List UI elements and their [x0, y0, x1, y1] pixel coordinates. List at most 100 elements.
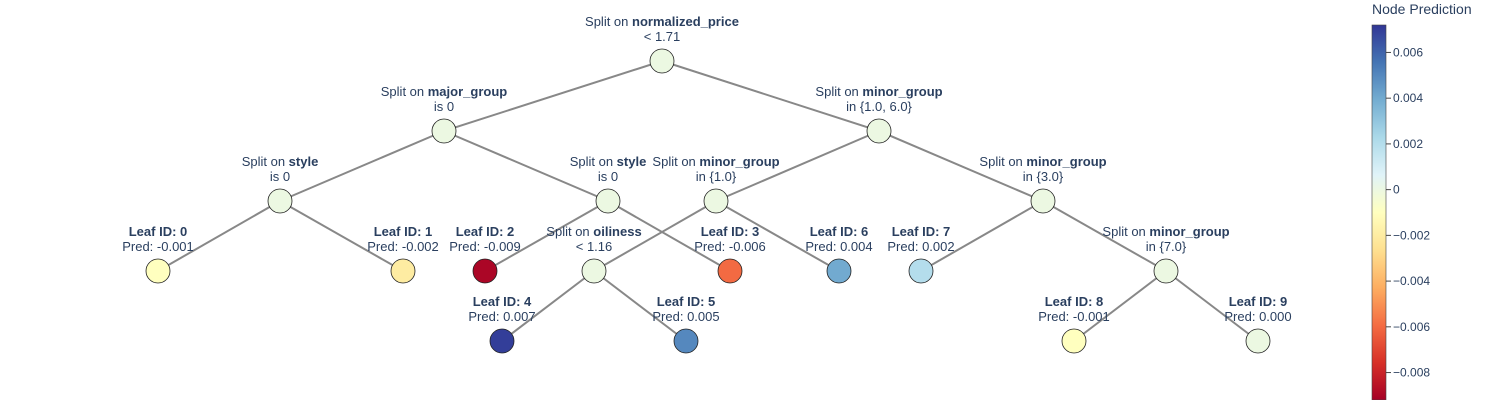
- split-feature: minor_group: [699, 154, 779, 169]
- leaf-id: Leaf ID: 6: [810, 224, 869, 239]
- split-condition: is 0: [270, 169, 290, 184]
- split-node[interactable]: [866, 118, 892, 144]
- split-node[interactable]: [1030, 188, 1056, 214]
- leaf-pred: Pred: 0.004: [805, 239, 872, 254]
- split-condition: < 1.71: [644, 29, 681, 44]
- tree-edge: [443, 60, 663, 132]
- tree-edge: [279, 200, 404, 272]
- split-prefix: Split on: [1102, 224, 1149, 239]
- leaf-node[interactable]: [717, 258, 743, 284]
- leaf-id: Leaf ID: 9: [1229, 294, 1288, 309]
- tree-edge: [593, 200, 717, 272]
- colorbar-tick-label: 0.004: [1393, 91, 1423, 105]
- split-feature: normalized_price: [632, 14, 739, 29]
- tree-edge: [501, 270, 595, 342]
- colorbar-tick-label: −0.004: [1393, 274, 1430, 288]
- split-node[interactable]: [431, 118, 457, 144]
- tree-nodes: [145, 48, 1271, 354]
- leaf-node[interactable]: [489, 328, 515, 354]
- split-prefix: Split on: [381, 84, 428, 99]
- leaf-node[interactable]: [826, 258, 852, 284]
- leaf-node[interactable]: [673, 328, 699, 354]
- tree-edge: [878, 130, 1044, 202]
- split-prefix: Split on: [585, 14, 632, 29]
- split-prefix: Split on: [242, 154, 289, 169]
- leaf-pred: Pred: -0.009: [449, 239, 521, 254]
- colorbar: Node Prediction 0.0060.0040.0020−0.002−0…: [1371, 1, 1472, 400]
- split-label: Split on oiliness< 1.16: [546, 224, 641, 254]
- colorbar-tick-label: −0.008: [1393, 366, 1430, 380]
- split-prefix: Split on: [546, 224, 593, 239]
- split-node[interactable]: [267, 188, 293, 214]
- split-feature: major_group: [428, 84, 508, 99]
- tree-edge: [661, 60, 880, 132]
- split-feature: minor_group: [862, 84, 942, 99]
- leaf-node[interactable]: [472, 258, 498, 284]
- split-condition: is 0: [434, 99, 454, 114]
- split-node[interactable]: [1153, 258, 1179, 284]
- tree-edge: [715, 200, 840, 272]
- leaf-id: Leaf ID: 5: [657, 294, 716, 309]
- leaf-pred: Pred: 0.000: [1224, 309, 1291, 324]
- tree-edge: [157, 200, 281, 272]
- split-prefix: Split on: [652, 154, 699, 169]
- split-condition: in {1.0, 6.0}: [846, 99, 912, 114]
- split-node[interactable]: [649, 48, 675, 74]
- leaf-id: Leaf ID: 2: [456, 224, 515, 239]
- tree-edge: [279, 130, 445, 202]
- split-feature: style: [289, 154, 319, 169]
- tree-edges: [157, 60, 1259, 342]
- split-feature: minor_group: [1026, 154, 1106, 169]
- leaf-node[interactable]: [390, 258, 416, 284]
- split-prefix: Split on: [570, 154, 617, 169]
- tree-edge: [593, 270, 687, 342]
- leaf-id: Leaf ID: 8: [1045, 294, 1104, 309]
- leaf-pred: Pred: -0.001: [1038, 309, 1110, 324]
- split-feature: oiliness: [593, 224, 641, 239]
- leaf-id: Leaf ID: 1: [374, 224, 433, 239]
- leaf-id: Leaf ID: 4: [473, 294, 532, 309]
- split-condition: is 0: [598, 169, 618, 184]
- leaf-pred: Pred: 0.007: [468, 309, 535, 324]
- leaf-node[interactable]: [1245, 328, 1271, 354]
- tree-edge: [484, 200, 609, 272]
- leaf-node[interactable]: [145, 258, 171, 284]
- leaf-node[interactable]: [1061, 328, 1087, 354]
- leaf-id: Leaf ID: 0: [129, 224, 188, 239]
- leaf-node[interactable]: [908, 258, 934, 284]
- split-feature: style: [617, 154, 647, 169]
- split-condition: in {1.0}: [696, 169, 737, 184]
- split-prefix: Split on: [979, 154, 1026, 169]
- split-feature: minor_group: [1149, 224, 1229, 239]
- colorbar-tick-label: 0.006: [1393, 45, 1423, 59]
- tree-edge: [607, 200, 731, 272]
- colorbar-tick-label: 0.002: [1393, 137, 1423, 151]
- tree-edge: [443, 130, 609, 202]
- colorbar-tick-label: 0: [1393, 183, 1400, 197]
- tree-edge: [715, 130, 880, 202]
- split-node[interactable]: [581, 258, 607, 284]
- split-prefix: Split on: [815, 84, 862, 99]
- tree-edge: [1042, 200, 1167, 272]
- leaf-id: Leaf ID: 3: [701, 224, 760, 239]
- split-node[interactable]: [595, 188, 621, 214]
- split-node[interactable]: [703, 188, 729, 214]
- colorbar-title: Node Prediction: [1372, 1, 1472, 17]
